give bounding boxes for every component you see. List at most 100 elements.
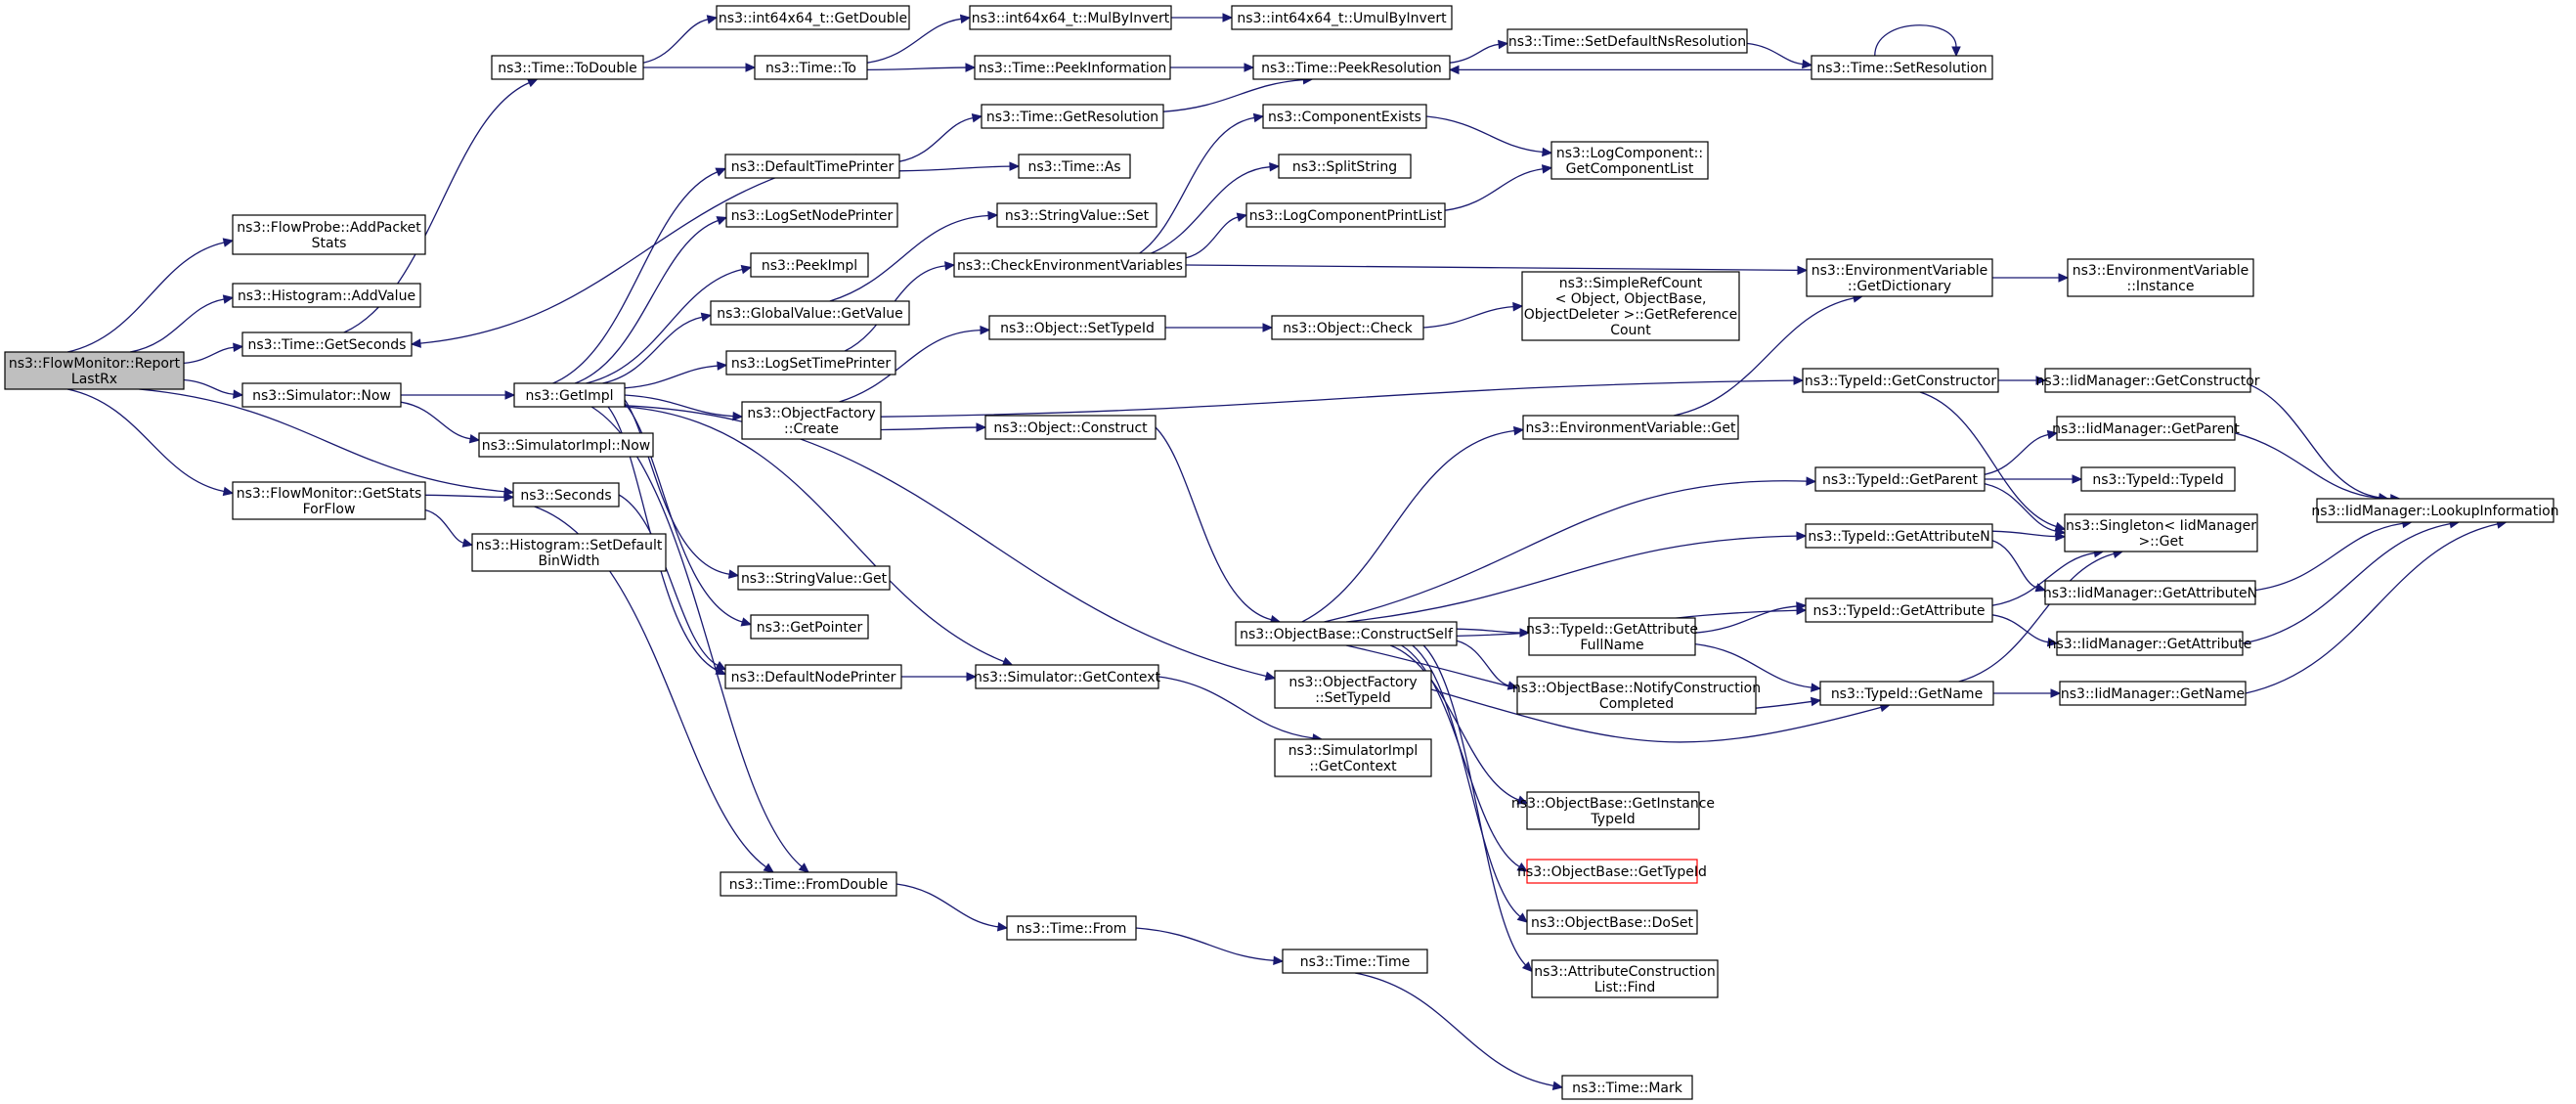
call-edge-arrowhead [715,666,727,676]
call-edge-arrowhead [2046,637,2059,647]
function-node[interactable]: ns3::Time::GetResolution [981,104,1164,129]
function-node[interactable]: ns3::IidManager::LookupInformation [2311,498,2559,523]
function-node[interactable]: ns3::Time::PeekResolution [1252,55,1451,80]
function-node-box [4,351,185,390]
call-edge-arrowhead [745,63,757,72]
function-node[interactable]: ns3::ObjectBase::DoSet [1526,909,1698,935]
function-node[interactable]: ns3::Time::PeekInformation [974,55,1171,80]
function-node-label: ns3::ObjectBase::GetTypeId [1517,864,1707,880]
function-node[interactable]: ns3::ObjectFactory::Create [741,401,882,440]
function-node[interactable]: ns3::StringValue::Get [737,565,891,591]
function-node[interactable]: ns3::LogComponent::GetComponentList [1550,141,1709,180]
function-node-box [720,871,897,897]
function-node[interactable]: ns3::Time::From [1006,915,1137,941]
function-node[interactable]: ns3::Simulator::Now [241,382,402,408]
call-edge-arrowhead [1541,164,1553,174]
function-node[interactable]: ns3::Object::Check [1271,315,1424,340]
function-node-box [1262,104,1427,129]
function-node[interactable]: ns3::Singleton< IidManager>::Get [2064,513,2258,552]
function-node[interactable]: ns3::TypeId::GetName [1819,681,1994,706]
call-edge-arrowhead [2072,474,2083,484]
function-node[interactable]: ns3::Histogram::AddValue [232,283,421,308]
function-node[interactable]: ns3::int64x64_t::UmulByInvert [1231,5,1453,30]
function-node[interactable]: ns3::Object::Construct [984,415,1157,440]
function-node[interactable]: ns3::ObjectBase::NotifyConstructionCompl… [1512,676,1761,715]
function-node[interactable]: ns3::ComponentExists [1262,104,1427,129]
call-edge-arrowhead [944,261,956,271]
call-edge [1324,480,1808,623]
function-node[interactable]: ns3::SimulatorImpl::GetContext [1274,738,1432,777]
function-node[interactable]: ns3::DefaultTimePrinter [724,154,900,179]
function-node[interactable]: ns3::SimpleRefCount< Object, ObjectBase,… [1521,271,1740,341]
function-node[interactable]: ns3::Time::Mark [1561,1075,1693,1100]
function-node[interactable]: ns3::Simulator::GetContext [974,664,1161,689]
function-node[interactable]: ns3::Time::FromDouble [720,871,897,897]
function-node-box [2064,513,2258,552]
function-node[interactable]: ns3::ObjectFactory::SetTypeId [1274,670,1432,709]
function-node[interactable]: ns3::Object::SetTypeId [988,315,1166,340]
function-node-label: ns3::TypeId::GetParent [1822,472,1978,488]
call-edge [1984,433,2049,475]
function-node-label: ::GetDictionary [1848,279,1951,294]
function-node[interactable]: ns3::CheckEnvironmentVariables [953,252,1187,278]
function-node[interactable]: ns3::Time::Time [1282,949,1428,974]
function-node[interactable]: ns3::SplitString [1278,154,1412,179]
function-node[interactable]: ns3::Time::As [1018,154,1131,179]
function-node[interactable]: ns3::Time::SetResolution [1811,55,1993,80]
function-node-label: ns3::GlobalValue::GetValue [717,306,902,322]
function-node[interactable]: ns3::Seconds [512,482,620,508]
function-node[interactable]: ns3::SimulatorImpl::Now [478,432,654,458]
function-node-box [974,55,1171,80]
function-node[interactable]: ns3::LogSetTimePrinter [725,350,896,375]
function-node[interactable]: ns3::TypeId::GetAttribute [1805,597,1993,623]
call-edge [183,346,235,365]
function-node[interactable]: ns3::ObjectBase::ConstructSelf [1235,621,1458,646]
function-node[interactable]: ns3::EnvironmentVariable::Instance [2067,258,2254,297]
function-node[interactable]: ns3::int64x64_t::GetDouble [716,5,910,30]
call-edge [1991,530,2057,538]
function-node[interactable]: ns3::IidManager::GetParent [2052,416,2240,441]
function-node[interactable]: ns3::IidManager::GetConstructor [2035,368,2260,393]
function-node[interactable]: ns3::Time::GetSeconds [241,331,413,357]
function-node-box [953,252,1187,278]
function-node[interactable]: ns3::IidManager::GetAttributeN [2043,580,2257,605]
function-node[interactable]: ns3::ObjectBase::GetTypeId [1517,859,1707,884]
call-edge [880,379,1795,418]
function-node[interactable]: ns3::TypeId::GetConstructor [1802,368,1999,393]
function-node[interactable]: ns3::Time::ToDouble [491,55,644,80]
function-node[interactable]: ns3::TypeId::GetAttributeN [1805,523,1993,549]
function-node[interactable]: ns3::LogComponentPrintList [1245,202,1446,228]
call-edge-arrowhead [987,210,999,221]
function-node[interactable]: ns3::GetImpl [513,382,626,408]
function-node[interactable]: ns3::PeekImpl [750,252,869,278]
function-node[interactable]: ns3::GetPointer [750,614,869,640]
function-node[interactable]: ns3::GlobalValue::GetValue [710,300,910,326]
function-node[interactable]: ns3::LogSetNodePrinter [725,202,898,228]
call-edge-arrowhead [526,78,539,88]
function-node-box [1521,271,1740,341]
function-node[interactable]: ns3::DefaultNodePrinter [724,664,902,689]
function-node[interactable]: ns3::EnvironmentVariable::Get [1522,415,1739,440]
function-node[interactable]: ns3::int64x64_t::MulByInvert [969,5,1172,30]
call-edge [1430,688,1882,743]
function-node[interactable]: ns3::Time::To [754,55,868,80]
call-edge-arrowhead [976,422,987,432]
function-node-label: < Object, ObjectBase, [1555,291,1707,307]
function-node[interactable]: ns3::TypeId::GetParent [1814,466,1986,492]
function-node[interactable]: ns3::IidManager::GetName [2059,681,2247,706]
function-node[interactable]: ns3::TypeId::TypeId [2080,466,2236,492]
call-edge-arrowhead [971,113,983,123]
call-edge-arrowhead [715,661,727,671]
function-node[interactable]: ns3::Time::SetDefaultNsResolution [1506,28,1748,54]
function-node[interactable]: ns3::IidManager::GetAttribute [2048,631,2252,656]
function-node[interactable]: ns3::StringValue::Set [996,202,1157,228]
call-edge-arrowhead [732,411,744,421]
function-node[interactable]: ns3::EnvironmentVariable::GetDictionary [1806,258,1993,297]
